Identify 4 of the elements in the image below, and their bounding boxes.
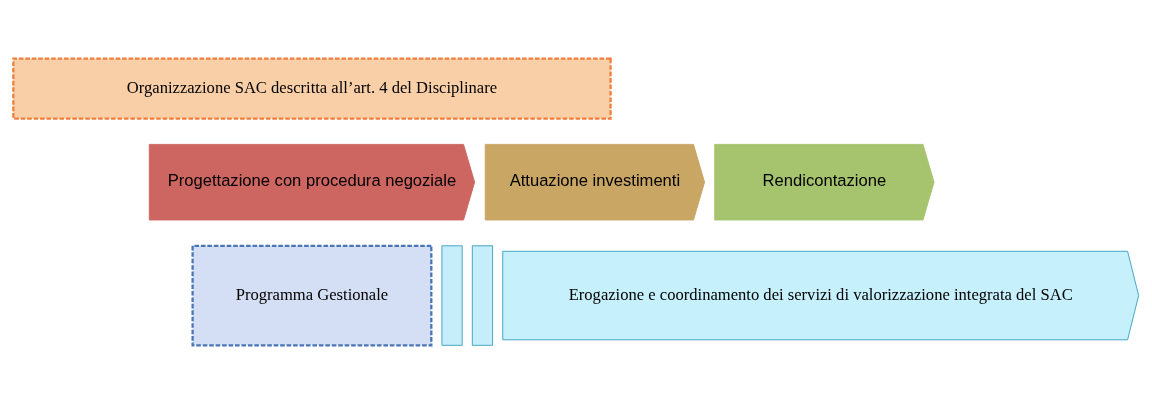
node-bar <box>441 244 463 346</box>
node-bar <box>471 244 494 346</box>
node-box: Programma Gestionale <box>191 244 433 346</box>
node-box: Organizzazione SAC descritta all’art. 4 del Disciplinare <box>12 57 612 120</box>
